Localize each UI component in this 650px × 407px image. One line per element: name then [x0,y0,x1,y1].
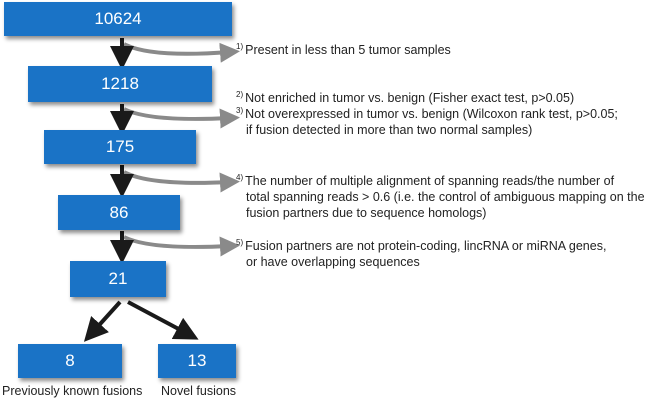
note-number: 3) [236,105,244,115]
box-novel-13: 13 [158,344,236,378]
note-number: 5) [236,237,244,247]
note-text: Not enriched in tumor vs. benign (Fisher… [245,91,575,105]
filter-note-5: 5)Fusion partners are not protein-coding… [236,238,606,270]
filter-arrow-4 [123,235,240,257]
box-86: 86 [58,195,180,230]
filter-arrow-2 [123,107,240,129]
flow-arrow-right [127,300,199,340]
box-1218: 1218 [28,66,212,102]
box-175: 175 [44,130,196,164]
note-text: total spanning reads > 0.6 (i.e. the con… [246,190,645,204]
note-text: if fusion detected in more than two norm… [246,123,533,137]
label-novel-fusions: Novel fusions [161,384,237,398]
note-text: Present in less than 5 tumor samples [245,43,451,57]
note-number: 1) [236,41,244,51]
box-total-10624: 10624 [4,2,232,36]
filter-arrow-1 [123,42,240,63]
label-previously-known-fusions: Previously known fusions [2,384,143,398]
note-text: fusion partners due to sequence homologs… [246,206,487,220]
flow-arrow-left [83,300,122,342]
note-text: or have overlapping sequences [246,255,420,269]
note-text: Not overexpressed in tumor vs. benign (W… [245,107,618,121]
note-number: 4) [236,172,244,182]
note-text: The number of multiple alignment of span… [245,174,615,188]
filter-note-3: 3)Not overexpressed in tumor vs. benign … [236,106,618,138]
box-21: 21 [70,261,166,297]
filter-note-4: 4)The number of multiple alignment of sp… [236,173,645,221]
filter-note-1: 1)Present in less than 5 tumor samples [236,42,451,58]
filter-note-2: 2)Not enriched in tumor vs. benign (Fish… [236,90,574,106]
box-known-8: 8 [18,344,122,378]
note-number: 2) [236,89,244,99]
note-text: Fusion partners are not protein-coding, … [245,239,607,253]
filter-arrow-3 [123,170,240,193]
